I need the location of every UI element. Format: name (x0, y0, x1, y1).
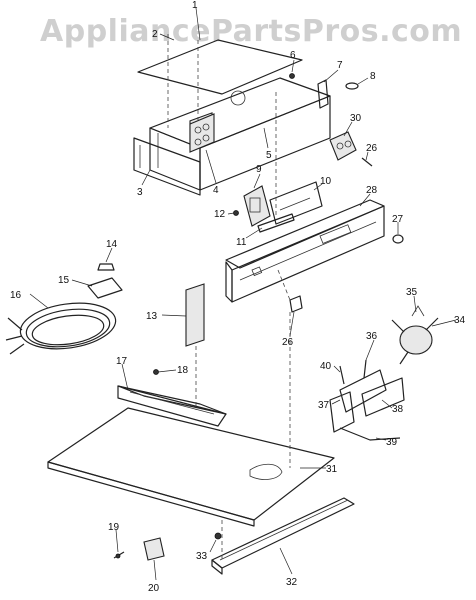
callout-36: 36 (366, 331, 378, 342)
callout-34: 34 (454, 315, 466, 326)
leader-lines (29, 7, 457, 581)
callout-26-upper: 26 (366, 143, 378, 154)
watermark-text: AppliancePartsPros.com (40, 14, 463, 49)
callout-19: 19 (108, 522, 120, 533)
callout-7: 7 (337, 60, 343, 71)
callout-2: 2 (152, 29, 158, 40)
part-bracket-15[interactable] (87, 277, 123, 299)
part-screw-18[interactable] (153, 369, 159, 375)
callout-32: 32 (286, 577, 298, 588)
part-switch-block[interactable] (189, 113, 215, 153)
part-spring-39[interactable] (339, 427, 401, 441)
callout-11: 11 (236, 237, 247, 248)
part-trim-13[interactable] (185, 283, 205, 347)
callout-37: 37 (318, 400, 330, 411)
part-motor-35[interactable] (391, 305, 439, 365)
part-screw-19[interactable] (113, 551, 125, 559)
part-arm-37[interactable] (329, 369, 387, 433)
part-foot-20[interactable] (143, 537, 165, 561)
callout-15: 15 (58, 275, 70, 286)
part-switch-9[interactable] (243, 185, 271, 227)
part-front-strip-32[interactable] (211, 497, 355, 575)
part-control-housing[interactable] (133, 77, 331, 196)
part-screw-8[interactable] (345, 82, 359, 90)
callout-38: 38 (392, 404, 404, 415)
part-linkage-36[interactable] (363, 359, 367, 379)
callout-39: 39 (386, 437, 398, 448)
callout-28: 28 (366, 185, 378, 196)
callout-9: 9 (256, 164, 262, 175)
part-bottom-panel-31[interactable] (47, 407, 335, 527)
callout-18: 18 (177, 365, 189, 376)
callout-40: 40 (320, 361, 332, 372)
callout-31: 31 (326, 464, 338, 475)
part-bracket-7[interactable] (317, 79, 329, 109)
part-front-rail-28[interactable] (225, 199, 385, 303)
part-power-cord-16[interactable] (5, 298, 119, 355)
part-screw-6[interactable] (289, 73, 295, 79)
callout-30: 30 (350, 113, 362, 124)
part-receptacle-30[interactable] (329, 131, 357, 161)
callout-8: 8 (370, 71, 376, 82)
part-bracket-38[interactable] (361, 377, 405, 417)
part-rear-bracket-17[interactable] (117, 385, 227, 427)
part-screw-33[interactable] (214, 532, 222, 540)
callout-33: 33 (196, 551, 208, 562)
part-pin-40[interactable] (339, 365, 345, 385)
callout-26-lower: 26 (282, 337, 294, 348)
callout-13: 13 (146, 311, 158, 322)
part-screw-29[interactable] (361, 157, 373, 167)
part-bracket-10[interactable] (269, 181, 323, 225)
callout-35: 35 (406, 287, 418, 298)
callout-labels: 1 2 3 4 5 6 7 8 9 10 11 12 13 14 15 16 1… (10, 0, 466, 594)
callout-1: 1 (192, 0, 198, 11)
callout-27: 27 (392, 214, 404, 225)
callout-10: 10 (320, 176, 332, 187)
part-cap-14[interactable] (97, 263, 115, 271)
callout-12: 12 (214, 209, 226, 220)
callout-4: 4 (213, 185, 219, 196)
callout-14: 14 (106, 239, 118, 250)
alignment-lines (167, 34, 291, 560)
callout-3: 3 (137, 187, 143, 198)
part-top-panel[interactable] (137, 39, 303, 95)
callout-20: 20 (148, 583, 160, 594)
callout-17: 17 (116, 356, 128, 367)
callout-5: 5 (266, 150, 272, 161)
part-nut-27[interactable] (392, 234, 404, 244)
part-screw-12[interactable] (233, 210, 239, 216)
callout-16: 16 (10, 290, 22, 301)
part-clip-26[interactable] (289, 295, 303, 313)
callout-6: 6 (290, 50, 296, 61)
